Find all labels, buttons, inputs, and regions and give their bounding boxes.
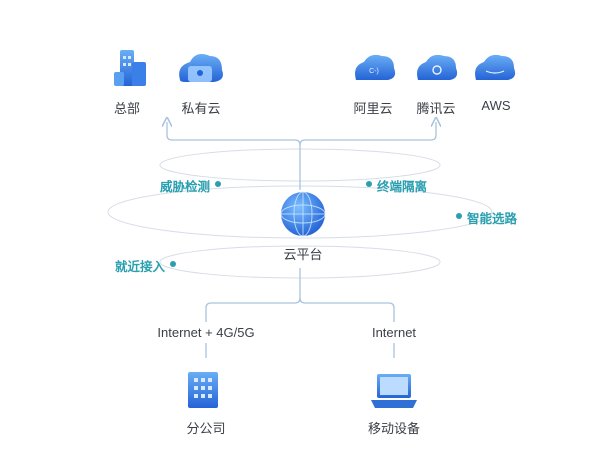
feature-smart-routing: 智能选路 bbox=[467, 212, 518, 226]
private-cloud-icon bbox=[179, 54, 223, 82]
building-icon bbox=[114, 50, 146, 86]
node-mobile-label: 移动设备 bbox=[367, 421, 421, 436]
link-right-label: Internet bbox=[371, 325, 417, 340]
svg-text:C-): C-) bbox=[369, 68, 379, 75]
node-aliyun-label: 阿里云 bbox=[353, 101, 393, 116]
node-branch-label: 分公司 bbox=[186, 421, 226, 436]
node-tencent-cloud-label: 腾讯云 bbox=[416, 101, 456, 116]
upper-connectors bbox=[167, 122, 436, 190]
lower-connectors bbox=[205, 268, 395, 358]
feature-nearby-access: 就近接入 bbox=[114, 260, 165, 274]
aliyun-cloud-icon: C-) bbox=[355, 54, 396, 80]
dot-threat-detection bbox=[215, 181, 221, 187]
feature-threat-detection: 威胁检测 bbox=[159, 180, 210, 194]
node-private-cloud-label: 私有云 bbox=[181, 101, 221, 116]
dot-smart-routing bbox=[456, 213, 462, 219]
node-headquarters-label: 总部 bbox=[113, 101, 141, 116]
cloud-platform-label: 云平台 bbox=[283, 247, 323, 262]
feature-dots bbox=[170, 181, 462, 267]
tencent-cloud-icon bbox=[417, 54, 458, 80]
node-aws-label: AWS bbox=[481, 98, 511, 113]
laptop-icon bbox=[371, 374, 417, 408]
globe-icon bbox=[280, 191, 326, 237]
dot-terminal-isolation bbox=[366, 181, 372, 187]
link-left-label: Internet + 4G/5G bbox=[157, 325, 255, 340]
feature-terminal-isolation: 终端隔离 bbox=[377, 180, 428, 194]
branch-office-icon bbox=[188, 372, 218, 408]
dot-nearby-access bbox=[170, 261, 176, 267]
aws-cloud-icon bbox=[475, 54, 516, 80]
